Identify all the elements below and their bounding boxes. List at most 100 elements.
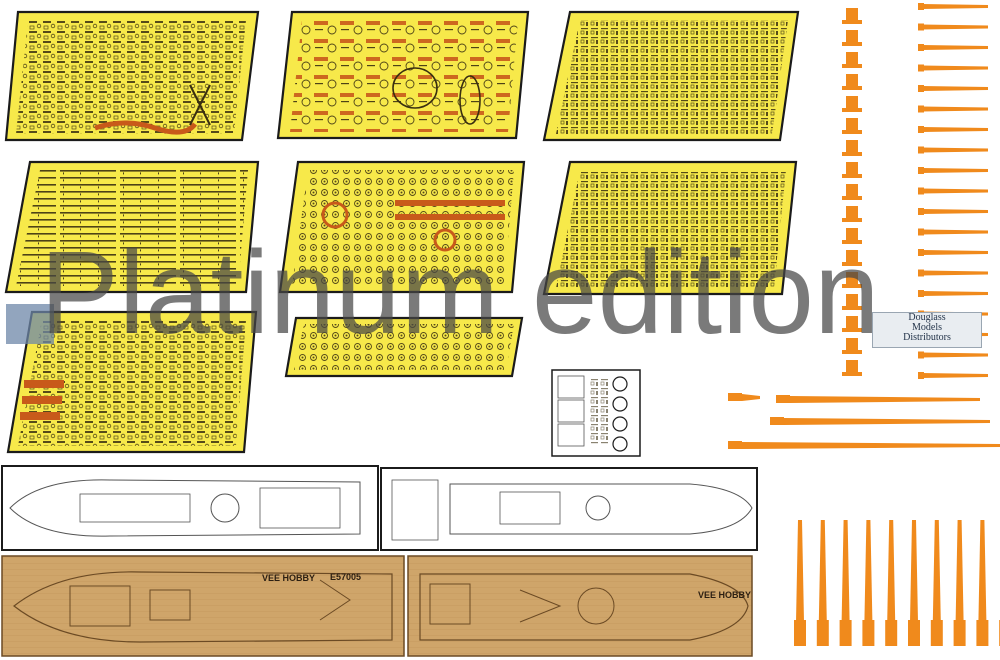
resin-barrel-breech (918, 23, 924, 31)
resin-part-flange (842, 20, 862, 24)
resin-part (846, 8, 858, 22)
resin-barrel (922, 86, 988, 91)
resin-part-flange (842, 372, 862, 376)
bottom-barrel (796, 520, 804, 622)
bottom-barrel-breech (976, 620, 989, 646)
resin-part (846, 96, 858, 110)
resin-barrel-breech (918, 187, 924, 195)
resin-barrel (922, 229, 988, 235)
resin-barrel (922, 209, 988, 214)
bottom-barrel-breech (816, 620, 829, 646)
resin-barrel (922, 127, 988, 132)
resin-barrel-breech (918, 228, 924, 236)
resin-part (846, 52, 858, 66)
resin-part-flange (842, 284, 862, 288)
resin-barrel (922, 373, 988, 378)
bottom-barrel (932, 520, 941, 622)
resin-barrel-breech (918, 351, 924, 359)
film-sheet (551, 369, 641, 457)
deck-mask-left (1, 465, 379, 551)
wooden-deck-right (407, 555, 753, 657)
resin-part-flange (842, 240, 862, 244)
resin-part (846, 118, 858, 132)
resin-barrel-breech (918, 269, 924, 277)
barrel-breech (728, 393, 742, 401)
resin-barrel-breech (918, 105, 924, 113)
resin-barrel-breech (918, 249, 924, 256)
bottom-barrel (864, 520, 873, 622)
resin-part-flange (842, 64, 862, 68)
resin-barrel (922, 4, 988, 9)
bottom-barrel-breech (930, 620, 943, 646)
resin-part-flange (842, 152, 862, 156)
photo-etch-fret-6 (542, 160, 798, 296)
resin-barrel (922, 106, 988, 112)
resin-barrel (922, 65, 988, 71)
barrel-breech (728, 441, 742, 449)
resin-part (846, 30, 858, 44)
resin-part-flange (842, 130, 862, 134)
resin-barrel-breech (918, 372, 924, 379)
resin-barrel-breech (918, 290, 924, 297)
resin-part (846, 272, 858, 286)
resin-part-flange (842, 328, 862, 332)
wooden-deck-left (1, 555, 405, 657)
resin-barrel (922, 250, 988, 255)
resin-part-flange (842, 108, 862, 112)
resin-barrel (922, 188, 988, 194)
resin-part (846, 184, 858, 198)
resin-part-flange (842, 218, 862, 222)
bottom-barrel-breech (862, 620, 875, 646)
resin-barrel-breech (918, 3, 924, 10)
resin-barrels-horizontal (728, 393, 1000, 449)
photo-etch-fret-8 (284, 316, 524, 378)
resin-part (846, 360, 858, 374)
resin-barrel-breech (918, 44, 924, 51)
logo-line-3: Distributors (903, 332, 951, 343)
resin-part (846, 74, 858, 88)
resin-part-flange (842, 196, 862, 200)
resin-barrel-breech (918, 64, 924, 72)
bottom-barrel (955, 520, 964, 622)
resin-barrel-breech (918, 208, 924, 215)
resin-part (846, 338, 858, 352)
bottom-barrel-breech (885, 620, 898, 646)
resin-parts-column-left (842, 8, 862, 376)
deck-mask-right (380, 467, 758, 551)
bottom-barrel (818, 520, 827, 622)
logo-line-1: Douglass (908, 312, 946, 323)
deck-brand-mark-right: VEE HOBBY (698, 590, 752, 600)
resin-barrel-breech (918, 146, 924, 154)
resin-barrel (922, 24, 988, 30)
resin-part (846, 162, 858, 176)
resin-part (846, 250, 858, 264)
resin-part-flange (842, 350, 862, 354)
bottom-barrel (887, 520, 896, 622)
resin-barrel-breech (918, 167, 924, 174)
resin-barrels-bottom (794, 520, 1000, 646)
resin-part (846, 228, 858, 242)
resin-part (846, 206, 858, 220)
resin-barrel-breech (918, 85, 924, 92)
barrel-breech (776, 395, 790, 403)
bottom-barrel-breech (839, 620, 852, 646)
bottom-barrel-breech (953, 620, 966, 646)
resin-part-flange (842, 42, 862, 46)
barrel-3 (784, 418, 990, 425)
bottom-barrel (978, 520, 987, 622)
barrel-2 (790, 396, 980, 403)
resin-barrel (922, 147, 988, 153)
resin-part-flange (842, 86, 862, 90)
resin-part-flange (842, 174, 862, 178)
resin-barrel (922, 45, 988, 50)
resin-barrel (922, 270, 988, 276)
resin-part-flange (842, 306, 862, 310)
bottom-barrel-breech (794, 620, 806, 646)
photo-etch-fret-3 (542, 10, 800, 142)
photo-etch-fret-5 (278, 160, 526, 294)
bottom-barrel (841, 520, 850, 622)
resin-barrel-breech (918, 126, 924, 133)
photo-etch-fret-7 (6, 304, 258, 454)
barrel-breech (770, 417, 784, 425)
deck-code-left: E57005 (330, 572, 362, 582)
